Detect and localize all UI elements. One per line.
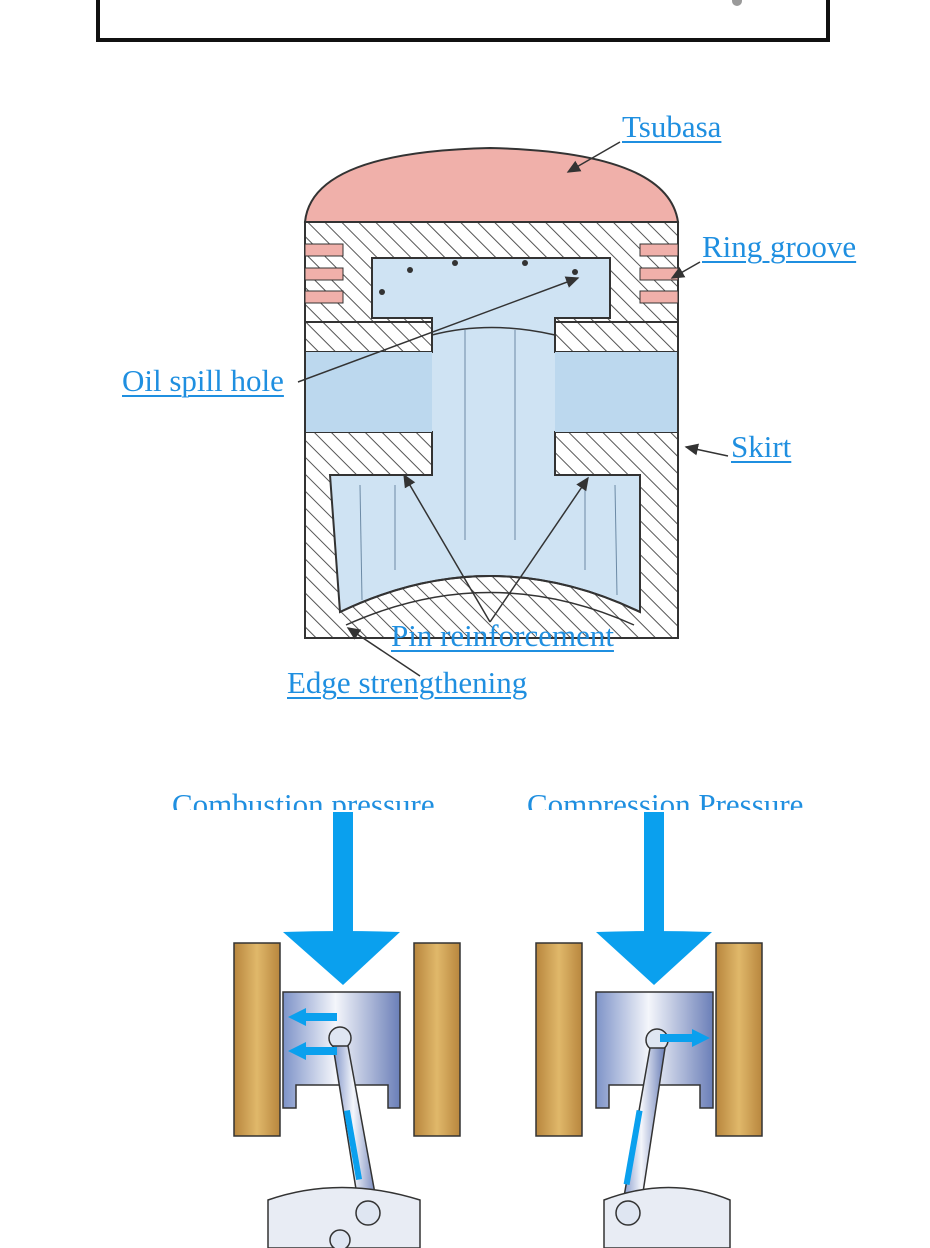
top-frame-border: [96, 0, 830, 42]
frame-mark: [732, 0, 742, 6]
label-oil-spill-hole: Oil spill hole: [122, 363, 284, 398]
cropped-pressure-labels: Combustion pressure Compression Pressure: [0, 770, 930, 811]
cylinder-wall-left: [233, 942, 281, 1137]
cylinder-wall-right: [413, 942, 461, 1137]
label-pin-reinforcement: Pin reinforcement: [391, 618, 614, 653]
label-combustion-pressure: Combustion pressure: [172, 787, 435, 811]
crankshaft: [267, 1186, 421, 1248]
combustion-force-diagram: [233, 812, 461, 1248]
label-ring-groove: Ring groove: [702, 229, 857, 264]
piston-cross-section: [303, 146, 680, 639]
leader-lines: [297, 141, 729, 677]
combustion-pressure-arrow: [333, 812, 353, 952]
label-skirt: Skirt: [731, 429, 792, 464]
cylinder-wall-right: [715, 942, 763, 1137]
compression-pressure-arrow: [644, 812, 664, 952]
compression-force-diagram: [535, 812, 763, 1248]
label-compression-pressure: Compression Pressure: [527, 787, 804, 811]
cylinder-wall-left: [535, 942, 583, 1137]
label-edge-strengthening: Edge strengthening: [287, 665, 528, 700]
label-tsubasa: Tsubasa: [622, 109, 722, 144]
crankshaft: [603, 1186, 731, 1248]
piston-crown: [303, 146, 680, 223]
